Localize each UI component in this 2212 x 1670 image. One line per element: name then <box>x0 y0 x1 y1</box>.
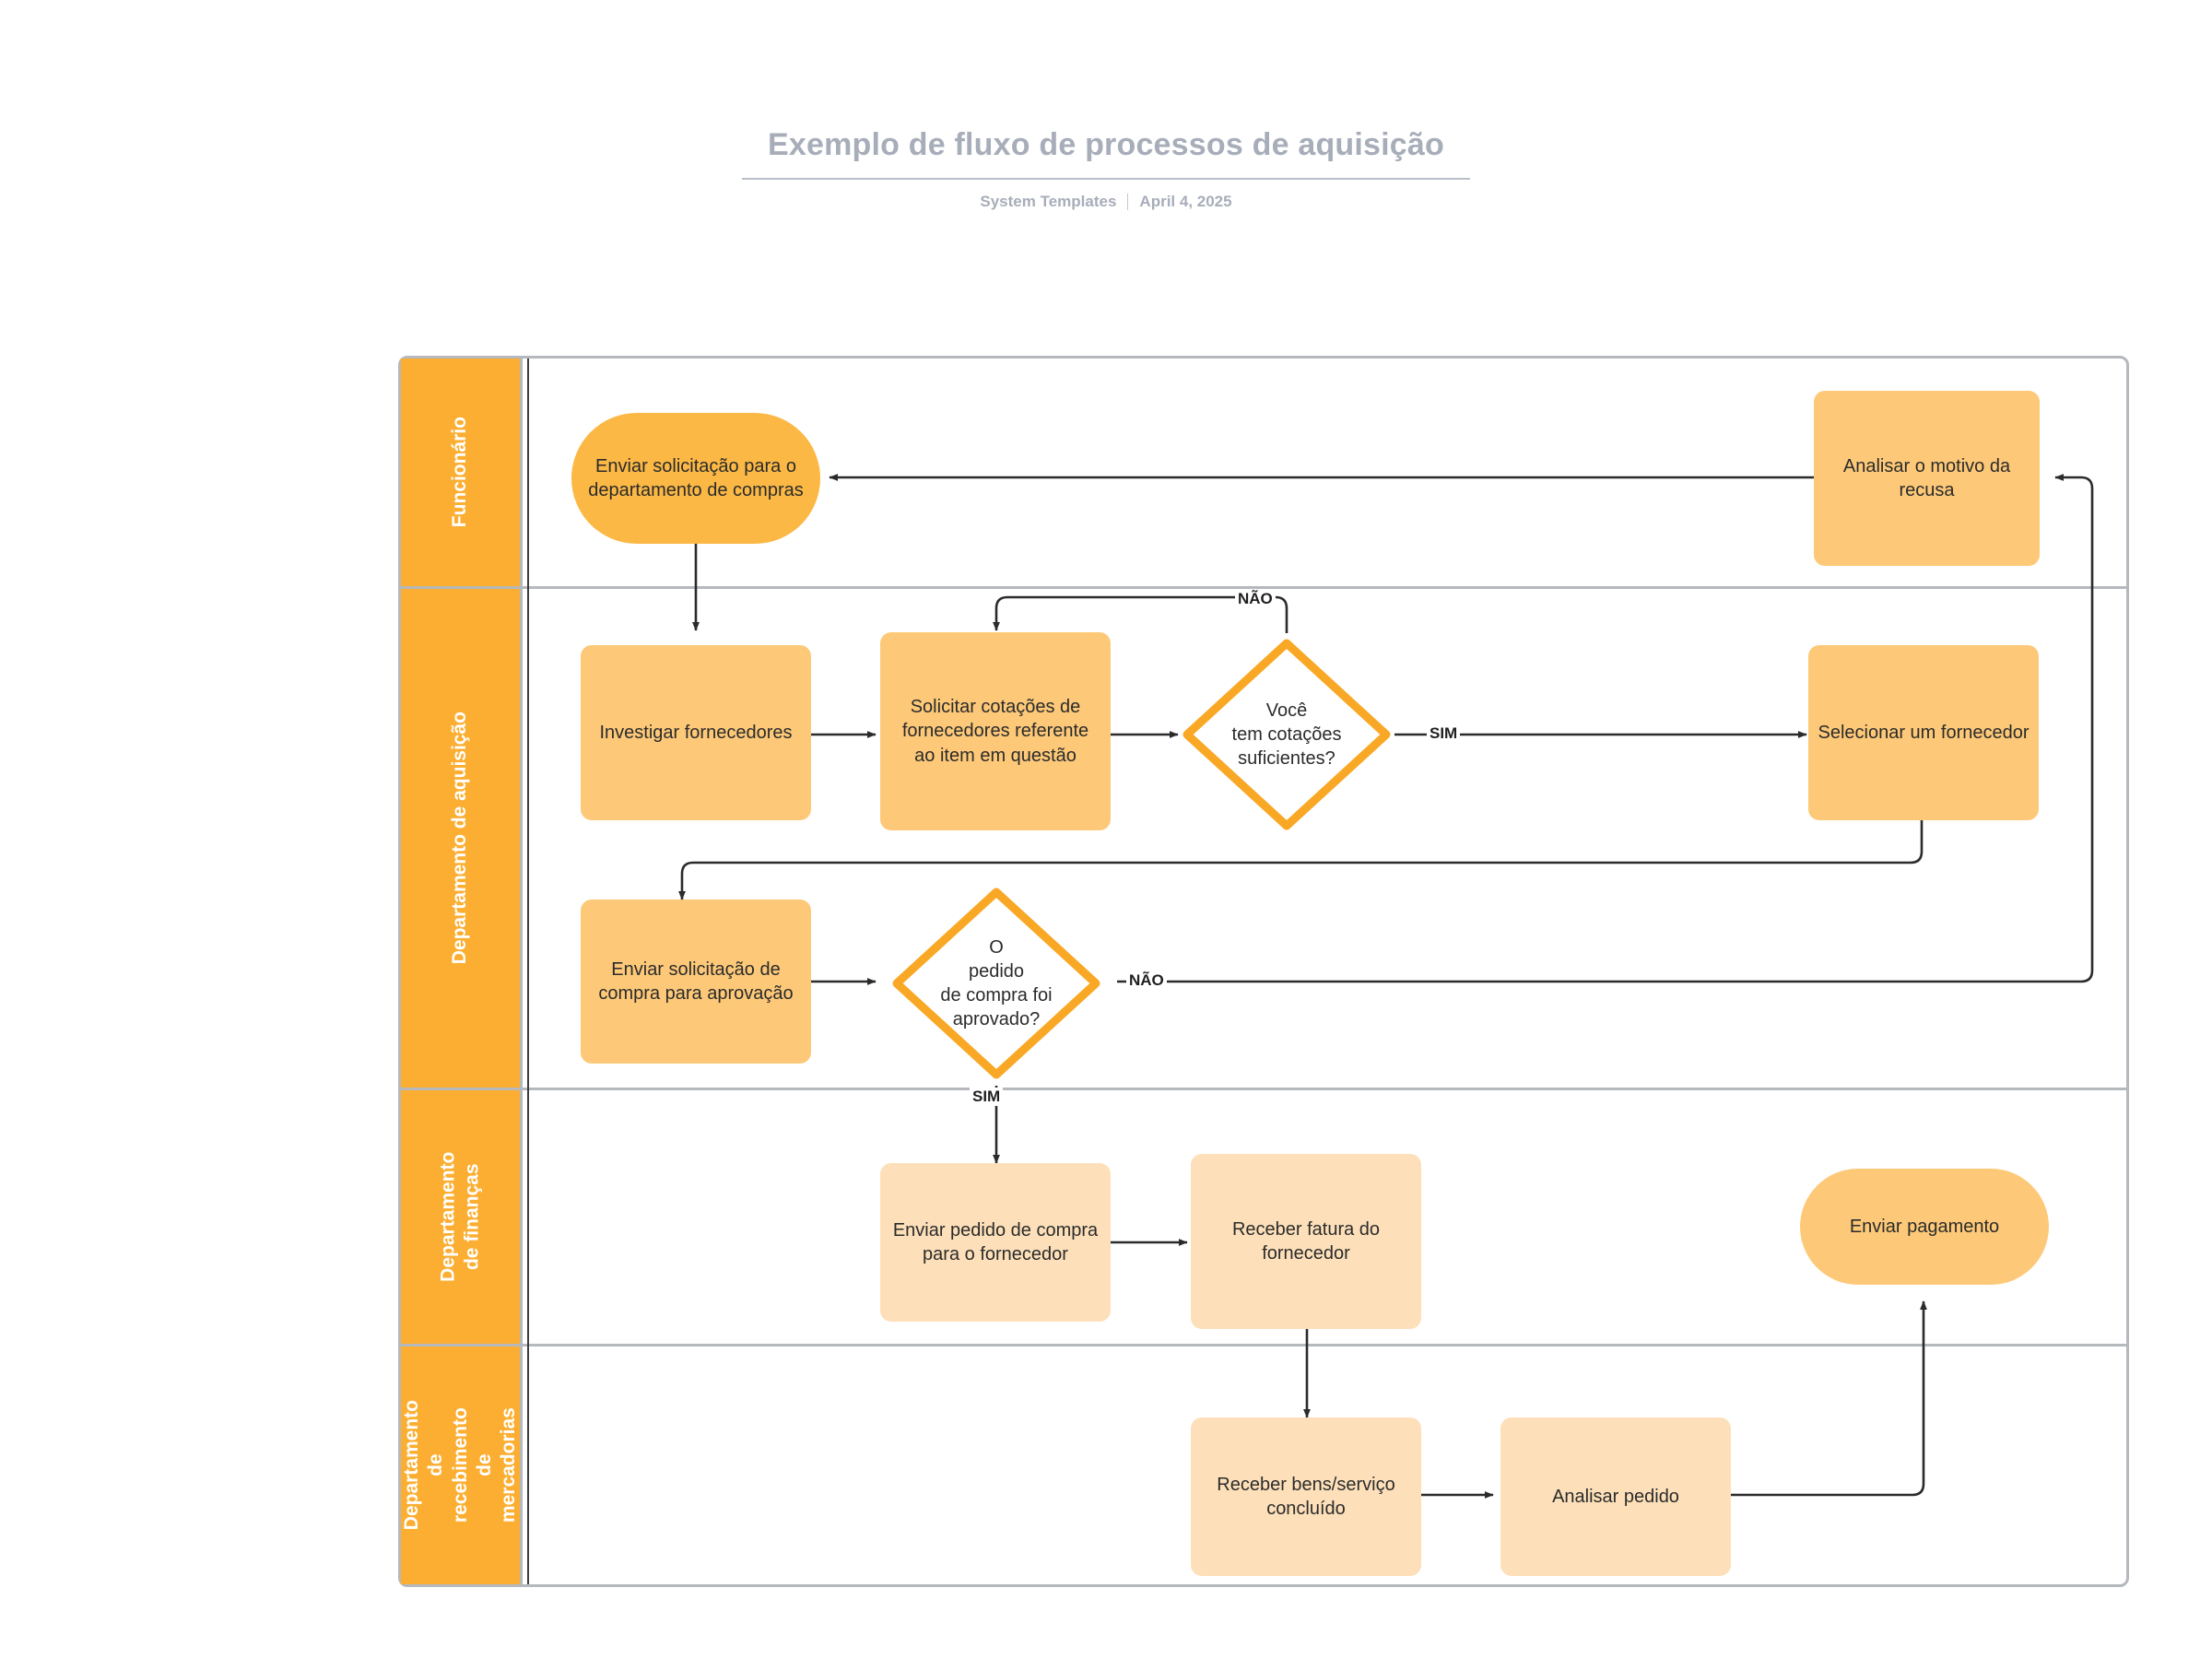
node-label: Analisar pedido <box>1552 1486 1679 1507</box>
edge-label-cotacoes-sim: SIM <box>1427 724 1461 743</box>
document-header: Exemplo de fluxo de processos de aquisiç… <box>0 0 2212 211</box>
node-enviar-solicitacao-aprovacao[interactable]: Enviar solicitação de compra para aprova… <box>581 900 811 1064</box>
diamond-shape-icon <box>1182 639 1391 830</box>
node-analisar-pedido[interactable]: Analisar pedido <box>1500 1417 1731 1576</box>
node-label: Enviar pedido de compra para o fornecedo… <box>892 1219 1099 1264</box>
node-label: Enviar solicitação para o departamento d… <box>588 455 804 500</box>
swimlane-recebimento: Departamento de recebimento de mercadori… <box>401 1344 2126 1584</box>
node-label: Solicitar cotações de fornecedores refer… <box>901 696 1089 766</box>
node-label: Receber bens/serviço concluído <box>1217 1474 1395 1519</box>
decision-label: O pedido de compra foi aprovado? <box>940 937 1053 1029</box>
node-receber-bens[interactable]: Receber bens/serviço concluído <box>1191 1417 1421 1576</box>
node-enviar-pagamento[interactable]: Enviar pagamento <box>1800 1169 2049 1285</box>
node-label: Analisar o motivo da recusa <box>1842 455 2011 500</box>
node-investigar-fornecedores[interactable]: Investigar fornecedores <box>581 645 811 820</box>
swimlane-header-aquisicao: Departamento de aquisição <box>401 589 523 1088</box>
page-title: Exemplo de fluxo de processos de aquisiç… <box>768 127 1444 162</box>
document-author: System Templates <box>980 193 1117 210</box>
page-title-wrapper: Exemplo de fluxo de processos de aquisiç… <box>742 127 1470 180</box>
swimlane-label-aquisicao: Departamento de aquisição <box>449 712 471 965</box>
decision-pedido-aprovado[interactable]: O pedido de compra foi aprovado? <box>888 883 1105 1084</box>
swimlane-funcionario: Funcionário <box>401 359 2126 586</box>
swimlane-label-funcionario: Funcionário <box>449 417 471 528</box>
node-enviar-solicitacao-compras[interactable]: Enviar solicitação para o departamento d… <box>571 413 820 544</box>
node-label: Receber fatura do fornecedor <box>1231 1218 1381 1264</box>
edge-label-cotacoes-nao: NÃO <box>1235 590 1276 608</box>
swimlane-label-financas: Departamento de finanças <box>437 1151 483 1283</box>
diamond-shape-icon <box>892 888 1100 1079</box>
swimlane-financas: Departamento de finanças <box>401 1088 2126 1344</box>
edge-label-aprovado-nao: NÃO <box>1126 971 1167 990</box>
node-label: Investigar fornecedores <box>599 722 793 743</box>
subtitle-divider <box>1127 194 1129 210</box>
node-selecionar-fornecedor[interactable]: Selecionar um fornecedor <box>1808 645 2039 820</box>
lane-content-divider <box>527 359 529 1584</box>
node-analisar-motivo-recusa[interactable]: Analisar o motivo da recusa <box>1814 391 2040 566</box>
node-label: Selecionar um fornecedor <box>1818 722 2030 743</box>
edge-label-aprovado-sim: SIM <box>970 1088 1004 1106</box>
node-receber-fatura[interactable]: Receber fatura do fornecedor <box>1191 1154 1421 1329</box>
node-label: Enviar solicitação de compra para aprova… <box>598 958 794 1004</box>
node-label: Enviar pagamento <box>1849 1216 2000 1237</box>
node-enviar-pedido-fornecedor[interactable]: Enviar pedido de compra para o fornecedo… <box>880 1163 1111 1322</box>
swimlane-header-recebimento: Departamento de recebimento de mercadori… <box>401 1347 523 1584</box>
swimlane-label-recebimento: Departamento de recebimento de mercadori… <box>400 1400 519 1531</box>
decision-label: Você tem cotações suficientes? <box>1231 700 1342 769</box>
swimlane-header-funcionario: Funcionário <box>401 359 523 586</box>
swimlane-header-financas: Departamento de finanças <box>401 1090 523 1344</box>
document-date: April 4, 2025 <box>1139 193 1232 210</box>
document-subtitle: System Templates April 4, 2025 <box>0 193 2212 211</box>
node-solicitar-cotacoes[interactable]: Solicitar cotações de fornecedores refer… <box>880 632 1111 830</box>
decision-cotacoes-suficientes[interactable]: Você tem cotações suficientes? <box>1178 634 1395 835</box>
